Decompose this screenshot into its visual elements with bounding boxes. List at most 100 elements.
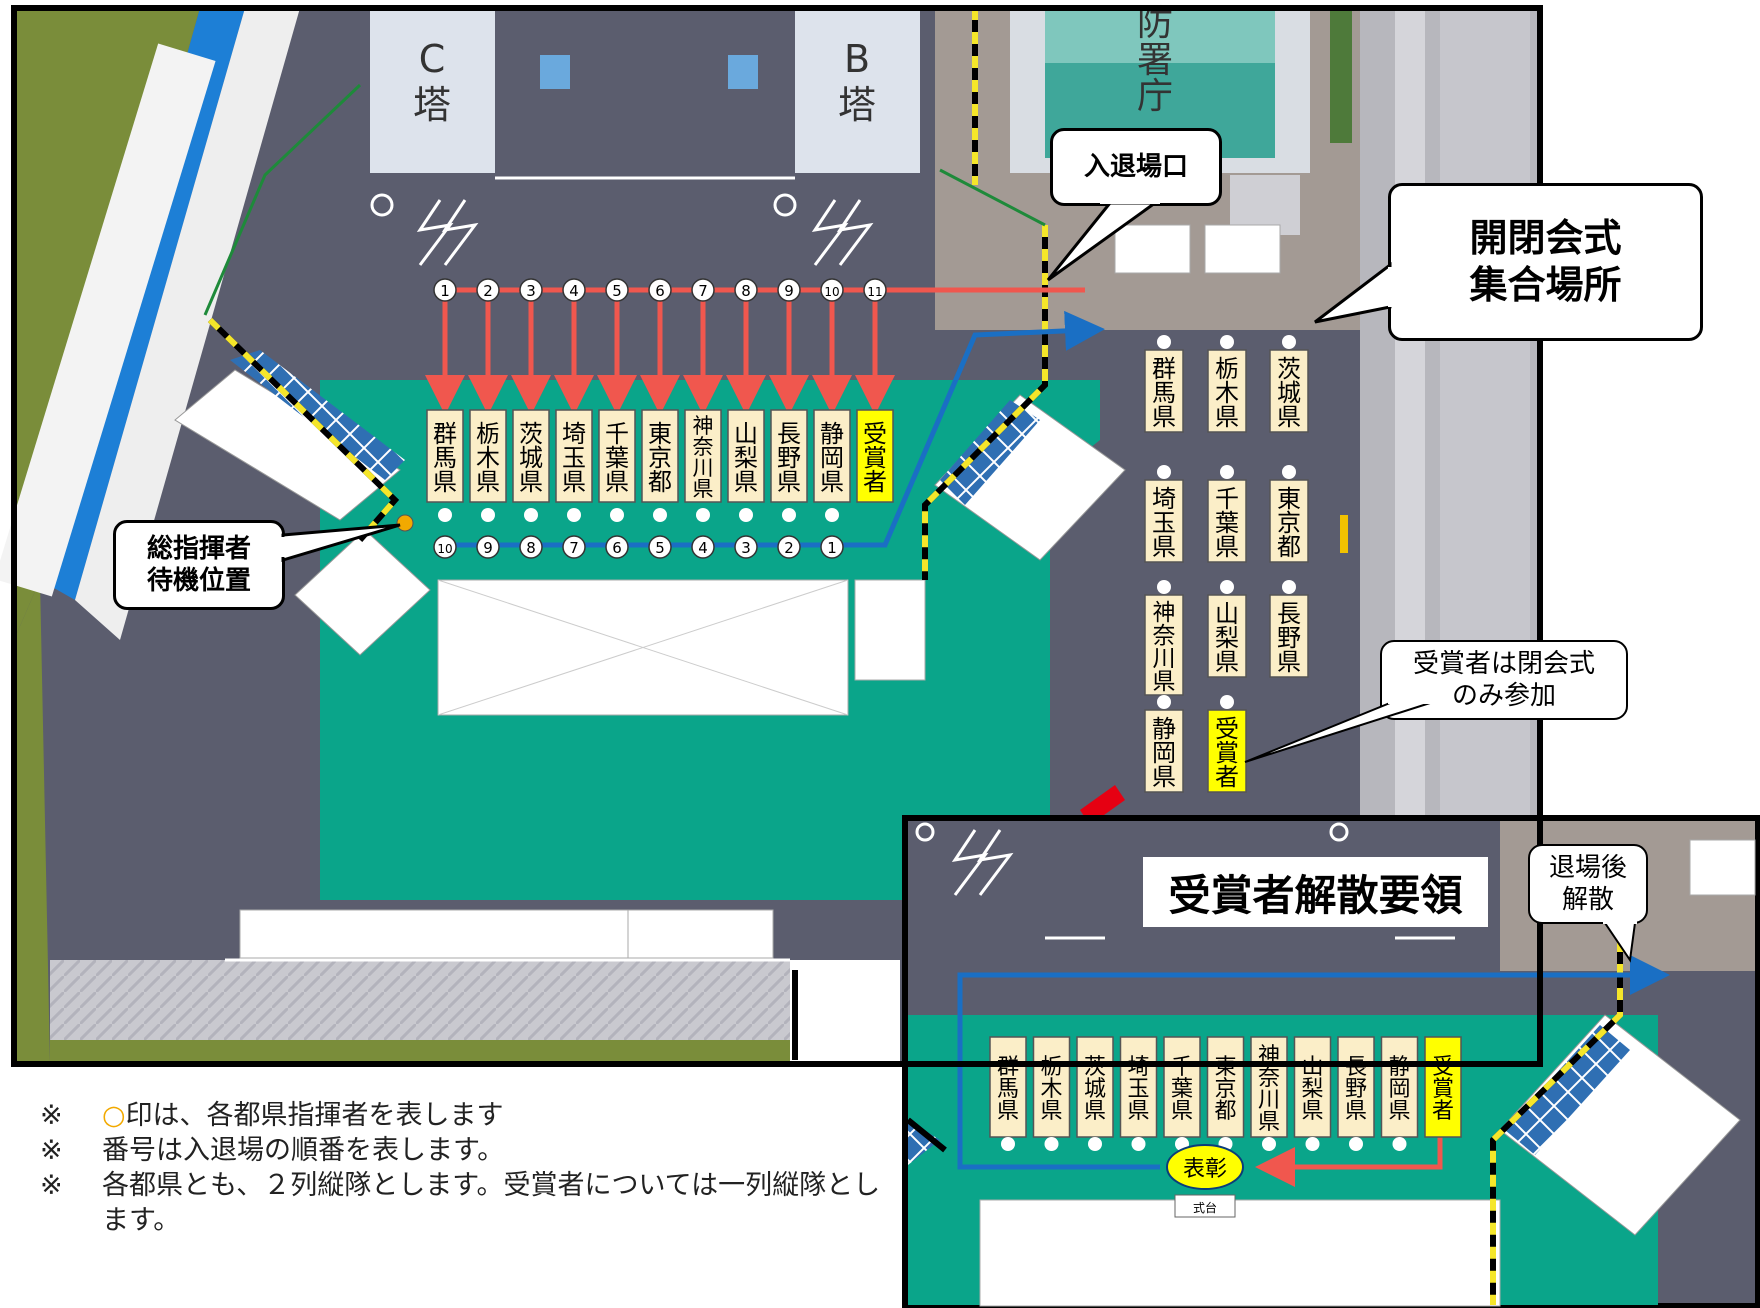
inset-placard-1: 栃木県 — [1032, 1036, 1071, 1138]
commander-marker — [1220, 695, 1234, 709]
assembly-placard-char: 千 — [1215, 485, 1239, 513]
assembly-placard-char: 長 — [1277, 600, 1301, 628]
entry-order-badge — [519, 278, 543, 302]
commander-marker — [1001, 1137, 1015, 1151]
commander-marker — [610, 508, 624, 522]
assembly-placard-char: 神 — [1153, 600, 1176, 626]
placard-1: 栃木県 — [469, 409, 507, 503]
inset-placard-7-char: 梨 — [1301, 1077, 1323, 1102]
inset-placard-4-char: 葉 — [1171, 1077, 1193, 1102]
assembly-placard-char: 受 — [1215, 715, 1239, 743]
commander-marker — [696, 508, 710, 522]
placard-1-char: 木 — [476, 444, 500, 472]
assembly-placard-char: 県 — [1152, 763, 1176, 791]
inset-placard-4-char: 県 — [1171, 1099, 1193, 1124]
inset-placard-2-char: 城 — [1084, 1077, 1106, 1102]
exit-dispersal-tail — [1603, 920, 1637, 963]
assembly-placard-char: 賞 — [1215, 739, 1239, 767]
assembly-placard-char: 都 — [1277, 533, 1301, 561]
awardee-note-line-1: 受賞者は閉会式 — [1412, 648, 1595, 679]
entry-order-badge — [476, 278, 500, 302]
assembly-placard-char: 静 — [1152, 715, 1176, 743]
assembly-placard-char: 茨 — [1277, 355, 1301, 383]
inset-placard-10-char: 者 — [1432, 1099, 1454, 1124]
exit-order-badge — [691, 535, 715, 559]
commander-marker — [1305, 1137, 1320, 1151]
placard-6-char: 県 — [693, 477, 714, 501]
entry-order-number: 9 — [784, 282, 794, 300]
inset-placard-9-char: 岡 — [1388, 1077, 1410, 1102]
placard-3: 埼玉県 — [555, 409, 593, 503]
exit-order-number: 9 — [483, 539, 493, 557]
inset-placard-7-char: 県 — [1301, 1099, 1323, 1124]
note-1-circle: ○ — [102, 1100, 126, 1131]
note-1: ※ ○印は、各都県指揮者を表します — [40, 1098, 890, 1133]
placard-4: 千葉県 — [598, 409, 636, 503]
award-label: 表彰 — [1183, 1157, 1227, 1182]
placard-8: 長野県 — [770, 409, 808, 503]
inset-placard-1-char: 木 — [1040, 1077, 1062, 1102]
exit-order-number: 3 — [741, 539, 751, 557]
placard-0-char: 馬 — [433, 444, 457, 472]
exit-dispersal-callout: 退場後 解散 — [1528, 844, 1648, 924]
assembly-placard-char: 県 — [1152, 403, 1176, 431]
note-2-mark: ※ — [40, 1135, 63, 1166]
entry-order-badge — [820, 278, 844, 302]
exit-order-badge — [648, 535, 672, 559]
inset-placard-10-char: 賞 — [1432, 1077, 1454, 1102]
placard-7-char: 梨 — [734, 444, 758, 472]
placard-6-char: 川 — [693, 456, 714, 480]
commander-marker — [1088, 1137, 1102, 1151]
commander-marker — [1157, 335, 1171, 349]
tower-b-label: B — [844, 37, 870, 81]
entrance-callout-tail — [1046, 200, 1160, 282]
entry-order-number: 10 — [824, 285, 839, 299]
placard-0-char: 県 — [433, 468, 457, 496]
commander-marker — [1220, 335, 1234, 349]
inset-placard-8-char: 県 — [1345, 1099, 1367, 1124]
assembly-placard: 長野県 — [1269, 594, 1309, 678]
placard-9: 静岡県 — [813, 409, 851, 503]
commander-marker — [1392, 1137, 1407, 1151]
inset-placard-6-char: 県 — [1258, 1110, 1280, 1135]
inset-exit-route — [957, 955, 1670, 1170]
exit-order-badge — [605, 535, 629, 559]
building-label-2: 署 — [1137, 40, 1173, 81]
entrance-callout: 入退場口 — [1050, 128, 1222, 206]
placard-1-char: 県 — [476, 468, 500, 496]
assembly-placard: 千葉県 — [1207, 479, 1247, 563]
inset-placard-0-char: 県 — [997, 1099, 1019, 1124]
placard-10: 受賞者 — [856, 409, 894, 503]
placard-5-char: 東 — [648, 420, 672, 448]
assembly-placard-char: 野 — [1277, 624, 1301, 652]
inset-placard-9: 静岡県 — [1380, 1036, 1419, 1138]
placard-2-char: 茨 — [519, 420, 543, 448]
entry-order-badge — [777, 278, 801, 302]
commander-callout-tail — [280, 523, 401, 563]
placard-10-char: 者 — [863, 468, 887, 496]
placard-6-char: 神 — [693, 414, 714, 438]
commander-marker — [1131, 1137, 1146, 1151]
entry-order-badge — [734, 278, 758, 302]
assembly-placard: 茨城県 — [1269, 349, 1309, 433]
inset-placard-1-char: 県 — [1040, 1099, 1062, 1124]
exit-order-badge — [777, 535, 801, 559]
building-label-3: 庁 — [1137, 76, 1173, 117]
inset-placard-6-char: 川 — [1258, 1088, 1280, 1113]
placard-3-char: 県 — [562, 468, 586, 496]
commander-marker — [739, 508, 753, 522]
map-frame — [11, 5, 1543, 1067]
placard-8-char: 県 — [777, 468, 801, 496]
commander-marker — [1349, 1137, 1363, 1151]
exit-order-badge — [562, 535, 586, 559]
placard-3-char: 埼 — [562, 420, 586, 448]
ceremony-line-1: 開閉会式 — [1469, 215, 1622, 260]
note-1-mark: ※ — [40, 1100, 63, 1131]
assembly-placard-char: 川 — [1153, 646, 1176, 672]
exit-order-number: 2 — [784, 539, 794, 557]
entrance-callout-text: 入退場口 — [1083, 151, 1188, 182]
placard-4-char: 県 — [605, 468, 629, 496]
inset-placard-4: 千葉県 — [1163, 1036, 1201, 1138]
